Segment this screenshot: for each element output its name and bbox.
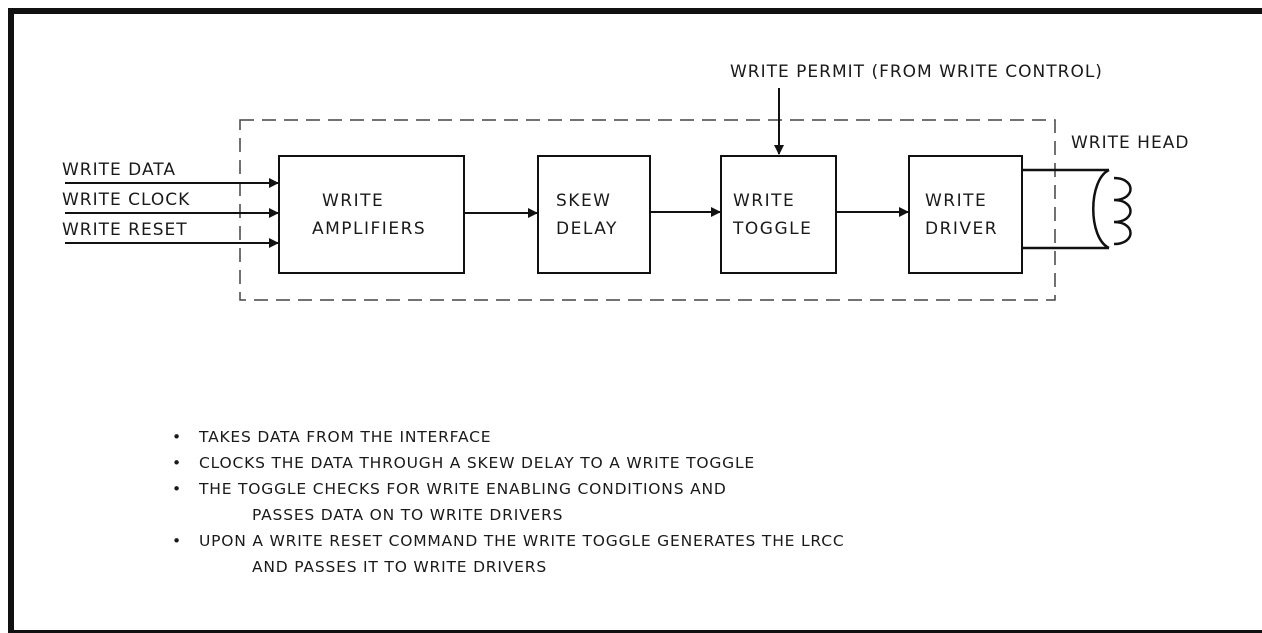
input-label-write-reset: WRITE RESET <box>62 220 188 240</box>
write-toggle-block <box>720 155 837 274</box>
write-driver-label-2: DRIVER <box>925 219 998 239</box>
note-continuation: AND PASSES IT TO WRITE DRIVERS <box>252 558 547 576</box>
note-item: •TAKES DATA FROM THE INTERFACE <box>172 428 492 446</box>
write-toggle-label-2: TOGGLE <box>732 219 812 239</box>
write-driver-block <box>908 155 1023 274</box>
note-text: TAKES DATA FROM THE INTERFACE <box>199 428 492 446</box>
note-item: •CLOCKS THE DATA THROUGH A SKEW DELAY TO… <box>172 454 755 472</box>
write-circuit-boundary <box>239 119 1056 301</box>
note-text: UPON A WRITE RESET COMMAND THE WRITE TOG… <box>199 532 845 550</box>
skew-delay-block <box>537 155 651 274</box>
note-text: THE TOGGLE CHECKS FOR WRITE ENABLING CON… <box>199 480 727 498</box>
skew-delay-label-2: DELAY <box>556 219 618 239</box>
write-amplifiers-label-1: WRITE <box>322 191 384 211</box>
write-amplifiers-block <box>278 155 465 274</box>
write-permit-label: WRITE PERMIT (FROM WRITE CONTROL) <box>730 62 1103 82</box>
write-amplifiers-label-2: AMPLIFIERS <box>312 219 426 239</box>
note-continuation: PASSES DATA ON TO WRITE DRIVERS <box>252 506 564 524</box>
write-head-leads <box>1022 168 1109 250</box>
note-text: CLOCKS THE DATA THROUGH A SKEW DELAY TO … <box>199 454 755 472</box>
notes-list: •TAKES DATA FROM THE INTERFACE •CLOCKS T… <box>172 424 844 580</box>
input-label-write-data: WRITE DATA <box>62 160 176 180</box>
write-driver-label-1: WRITE <box>925 191 987 211</box>
note-item: •UPON A WRITE RESET COMMAND THE WRITE TO… <box>172 528 844 580</box>
write-toggle-label-1: WRITE <box>733 191 795 211</box>
write-head-coil-icon <box>1113 176 1132 246</box>
skew-delay-label-1: SKEW <box>556 191 612 211</box>
write-head-label: WRITE HEAD <box>1071 133 1189 153</box>
figure-frame <box>8 8 1262 633</box>
input-label-write-clock: WRITE CLOCK <box>62 190 190 210</box>
note-item: •THE TOGGLE CHECKS FOR WRITE ENABLING CO… <box>172 476 844 528</box>
write-head-core <box>1092 168 1110 250</box>
